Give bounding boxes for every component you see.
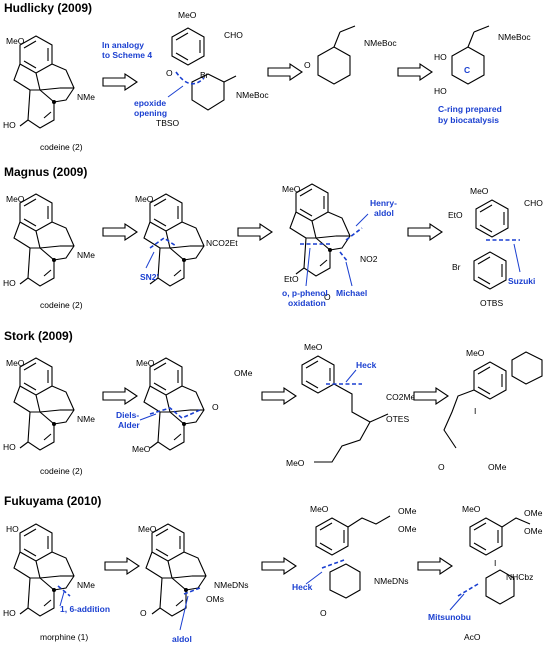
atom-label: NMe	[77, 250, 95, 260]
annotation: Michael	[336, 288, 367, 298]
atom-label: CHO	[224, 30, 243, 40]
start-compound-label: morphine (1)	[40, 632, 88, 642]
atom-label: NMeDNs	[214, 580, 248, 590]
atom-label: Br	[452, 262, 461, 272]
ring-label: C	[464, 65, 470, 75]
atom-label: NCO2Et	[206, 238, 238, 248]
atom-label: O	[320, 608, 327, 618]
atom-label: NMe	[77, 580, 95, 590]
annotation: Mitsunobu	[428, 612, 471, 622]
atom-label: EtO	[448, 210, 463, 220]
atom-label: I	[474, 406, 476, 416]
annotation: Suzuki	[508, 276, 535, 286]
atom-label: MeO	[6, 358, 25, 368]
fukuyama-scheme: HO HO NMe morphine (1) 1, 6-addition MeO…	[3, 504, 543, 644]
atom-label: CHO	[524, 198, 543, 208]
atom-label: O	[324, 292, 331, 302]
annotation: to Scheme 4	[102, 50, 152, 60]
hudlicky-scheme: MeO HO NMe codeine (2) In analogy to Sch…	[3, 10, 531, 152]
atom-label: I	[494, 558, 496, 568]
atom-label: MeO	[6, 36, 25, 46]
atom-label: MeO	[132, 444, 151, 454]
atom-label: TBSO	[156, 118, 180, 128]
annotation: Diels-	[116, 410, 139, 420]
atom-label: HO	[6, 524, 19, 534]
annotation: oxidation	[288, 298, 326, 308]
annotation: aldol	[374, 208, 394, 218]
atom-label: HO	[3, 608, 16, 618]
annotation: In analogy	[102, 40, 144, 50]
atom-label: O	[304, 60, 311, 70]
atom-label: NMeDNs	[374, 576, 408, 586]
annotation: epoxide	[134, 98, 166, 108]
atom-label: OMe	[234, 368, 253, 378]
annotation: SN2'	[140, 272, 159, 282]
atom-label: O	[166, 68, 173, 78]
annotation: o, p-phenol	[282, 288, 328, 298]
atom-label: MeO	[466, 348, 485, 358]
atom-label: Br	[200, 70, 209, 80]
section-title-stork: Stork (2009)	[4, 329, 73, 343]
atom-label: AcO	[464, 632, 481, 642]
annotation: Alder	[118, 420, 140, 430]
atom-label: MeO	[135, 194, 154, 204]
annotation: aldol	[172, 634, 192, 644]
start-compound-label: codeine (2)	[40, 300, 83, 310]
annotation: Heck	[356, 360, 377, 370]
atom-label: OMe	[524, 508, 543, 518]
section-title-hudlicky: Hudlicky (2009)	[4, 1, 93, 15]
atom-label: MeO	[178, 10, 197, 20]
atom-label: NHCbz	[506, 572, 533, 582]
atom-label: MeO	[462, 504, 481, 514]
atom-label: NO2	[360, 254, 378, 264]
magnus-scheme: MeO HO NMe codeine (2) MeO NCO2Et SN2' M…	[3, 183, 543, 310]
atom-label: HO	[3, 278, 16, 288]
atom-label: CO2Me	[386, 392, 416, 402]
atom-label: HO	[434, 52, 447, 62]
atom-label: OMe	[524, 526, 543, 536]
atom-label: OMe	[488, 462, 507, 472]
atom-label: MeO	[136, 358, 155, 368]
atom-label: EtO	[284, 274, 299, 284]
atom-label: HO	[3, 442, 16, 452]
atom-label: NMeBoc	[498, 32, 531, 42]
section-title-magnus: Magnus (2009)	[4, 165, 88, 179]
annotation: opening	[134, 108, 167, 118]
atom-label: MeO	[304, 342, 323, 352]
atom-label: OMs	[206, 594, 224, 604]
atom-label: HO	[434, 86, 447, 96]
annotation: 1, 6-addition	[60, 604, 110, 614]
atom-label: O	[438, 462, 445, 472]
atom-label: MeO	[286, 458, 305, 468]
stork-scheme: MeO HO NMe codeine (2) MeO OMe O MeO Die…	[3, 342, 543, 476]
annotation: by biocatalysis	[438, 115, 499, 125]
atom-label: MeO	[310, 504, 329, 514]
atom-label: MeO	[470, 186, 489, 196]
atom-label: OMe	[398, 524, 417, 534]
atom-label: O	[212, 402, 219, 412]
atom-label: OMe	[398, 506, 417, 516]
annotation: Heck	[292, 582, 313, 592]
atom-label: HO	[3, 120, 16, 130]
atom-label: MeO	[138, 524, 157, 534]
atom-label: MeO	[6, 194, 25, 204]
atom-label: OTBS	[480, 298, 503, 308]
atom-label: OTES	[386, 414, 409, 424]
atom-label: O	[140, 608, 147, 618]
section-title-fukuyama: Fukuyama (2010)	[4, 494, 102, 508]
annotation: Henry-	[370, 198, 397, 208]
atom-label: NMeBoc	[364, 38, 397, 48]
atom-label: MeO	[282, 184, 301, 194]
atom-label: NMe	[77, 414, 95, 424]
start-compound-label: codeine (2)	[40, 142, 83, 152]
annotation: C-ring prepared	[438, 104, 502, 114]
start-compound-label: codeine (2)	[40, 466, 83, 476]
atom-label: NMeBoc	[236, 90, 269, 100]
atom-label: NMe	[77, 92, 95, 102]
